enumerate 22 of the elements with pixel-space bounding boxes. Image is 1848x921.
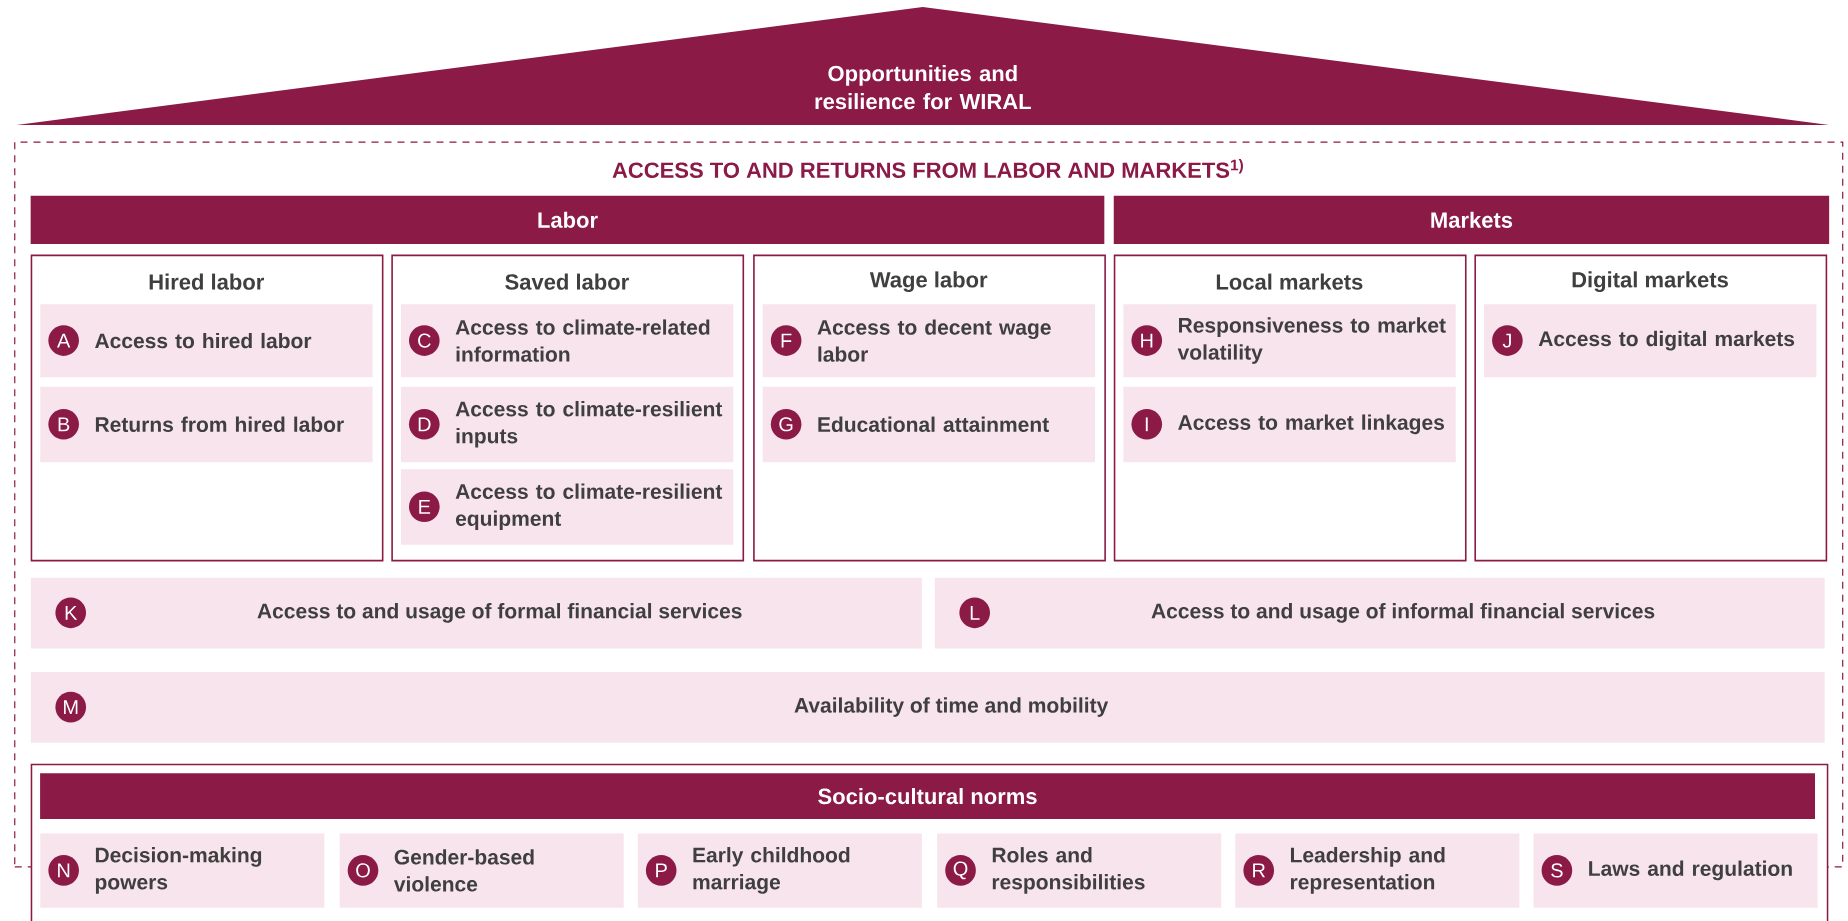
letter-badge: H (1131, 325, 1163, 356)
letter-badge: S (1541, 855, 1573, 886)
letter-badge: N (48, 855, 79, 886)
letter-badge: R (1243, 855, 1275, 886)
letter-badge: M (55, 691, 87, 723)
letter-badge: E (409, 491, 440, 523)
header-band: Markets (1113, 195, 1830, 244)
letter-badge: L (959, 597, 990, 629)
letter-badge: Q (945, 855, 976, 886)
letter-badge: I (1131, 408, 1163, 440)
letter-badge: G (770, 408, 802, 440)
letter-badge: C (409, 325, 440, 356)
letter-badge: J (1492, 325, 1523, 356)
letter-badge: P (645, 855, 677, 886)
roof-banner: Opportunities and resilience for WIRAL (16, 7, 1830, 125)
header-band: Labor (30, 195, 1105, 244)
letter-badge: D (409, 408, 440, 440)
letter-badge: K (55, 597, 87, 629)
letter-badge: B (48, 408, 79, 440)
letter-badge: O (347, 855, 379, 886)
letter-badge: A (48, 325, 79, 356)
letter-badge: F (770, 325, 802, 356)
